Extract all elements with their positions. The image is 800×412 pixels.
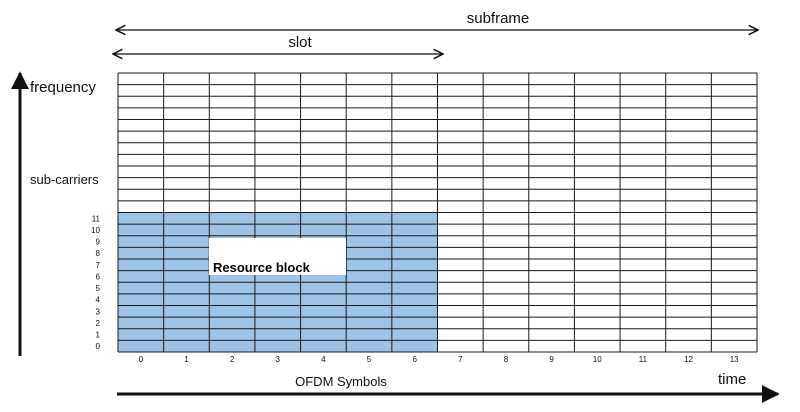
subcarrier-index-label: 0 <box>96 342 101 351</box>
subcarrier-index-label: 9 <box>96 238 101 247</box>
subcarriers-label: sub-carriers <box>30 172 99 187</box>
resource-block-label-box <box>209 238 346 275</box>
resource-grid <box>117 72 758 353</box>
subcarrier-index-label: 3 <box>96 307 101 316</box>
ofdm-symbol-index-label: 2 <box>230 355 235 364</box>
subcarrier-index-label: 4 <box>96 296 101 305</box>
subcarrier-index-label: 11 <box>92 214 101 223</box>
ofdm-symbol-index-label: 3 <box>276 355 281 364</box>
ofdm-symbol-index-label: 1 <box>184 355 189 364</box>
subcarrier-index-labels: 0 1 2 3 4 5 6 7 8 9 10 11 <box>91 214 100 351</box>
ofdm-symbol-index-label: 13 <box>730 355 739 364</box>
subcarrier-index-label: 2 <box>96 319 101 328</box>
subcarrier-index-label: 8 <box>96 249 101 258</box>
slot-label: slot <box>288 34 312 51</box>
ofdm-symbol-index-label: 10 <box>593 355 602 364</box>
subcarrier-index-label: 1 <box>96 331 101 340</box>
ofdm-symbols-label: OFDM Symbols <box>295 374 387 389</box>
frequency-label: frequency <box>30 79 96 96</box>
subcarrier-index-label: 5 <box>96 284 101 293</box>
ofdm-symbol-index-label: 8 <box>504 355 509 364</box>
subcarrier-index-label: 6 <box>96 272 101 281</box>
time-label: time <box>718 371 746 388</box>
ofdm-symbol-index-label: 11 <box>639 355 648 364</box>
ofdm-symbol-index-label: 12 <box>684 355 693 364</box>
ofdm-symbol-index-label: 5 <box>367 355 372 364</box>
ofdm-symbol-index-label: 4 <box>321 355 326 364</box>
ofdm-symbol-index-label: 0 <box>139 355 144 364</box>
ofdm-symbol-index-label: 7 <box>458 355 463 364</box>
subframe-label: subframe <box>467 10 530 27</box>
resource-block-label: Resource block <box>213 260 311 275</box>
subcarrier-index-label: 7 <box>96 261 101 270</box>
ofdm-symbol-index-label: 6 <box>412 355 417 364</box>
subcarrier-index-label: 10 <box>91 226 100 235</box>
ofdm-symbol-index-label: 9 <box>549 355 554 364</box>
